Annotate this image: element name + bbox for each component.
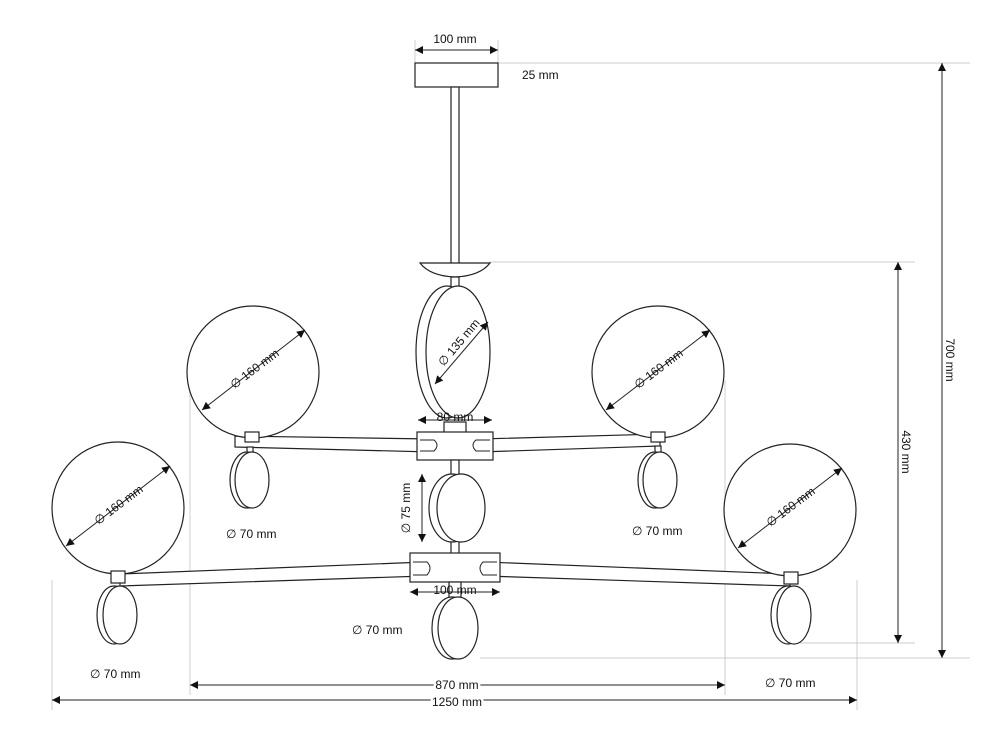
label-small-disc-lower-right: ∅ 70 mm xyxy=(765,676,815,690)
small-disc-lower-right xyxy=(776,585,812,645)
label-lower-hub: 100 mm xyxy=(433,583,476,597)
small-disc-upper-left xyxy=(234,451,270,509)
label-total-height: 700 mm xyxy=(943,338,957,381)
cup xyxy=(418,262,492,278)
globe-holder xyxy=(110,570,126,584)
label-small-disc-upper-right: ∅ 70 mm xyxy=(632,524,682,538)
suspension-rod xyxy=(450,86,460,266)
dimension-lines xyxy=(52,46,946,704)
lower-right-arm xyxy=(484,561,791,587)
label-small-disc-lower-left: ∅ 70 mm xyxy=(90,667,140,681)
globe-holder xyxy=(650,431,666,443)
label-inner-span: 870 mm xyxy=(435,678,478,692)
lower-left-arm xyxy=(119,561,426,587)
small-disc-upper-right xyxy=(642,451,678,509)
label-canopy-height: 25 mm xyxy=(522,68,559,82)
globe-holder xyxy=(244,431,260,443)
lower-hub xyxy=(409,552,501,583)
label-total-width: 1250 mm xyxy=(432,695,482,709)
small-disc-lower-left xyxy=(102,585,138,645)
upper-left-arm xyxy=(234,435,433,453)
label-body-height: 430 mm xyxy=(899,430,913,473)
label-small-disc-bottom: ∅ 70 mm xyxy=(352,623,402,637)
extension-lines xyxy=(51,40,970,710)
label-upper-hub: 80 mm xyxy=(437,410,474,424)
upper-right-arm xyxy=(479,433,661,453)
label-small-disc-upper-left: ∅ 70 mm xyxy=(226,527,276,541)
globe-holder xyxy=(783,571,799,585)
label-middle-disc: ∅ 75 mm xyxy=(399,483,413,533)
bottom-disc xyxy=(437,596,479,660)
upper-hub xyxy=(416,431,494,461)
label-canopy-width: 100 mm xyxy=(433,32,476,46)
ceiling-canopy xyxy=(414,62,499,88)
middle-disc xyxy=(436,473,486,543)
